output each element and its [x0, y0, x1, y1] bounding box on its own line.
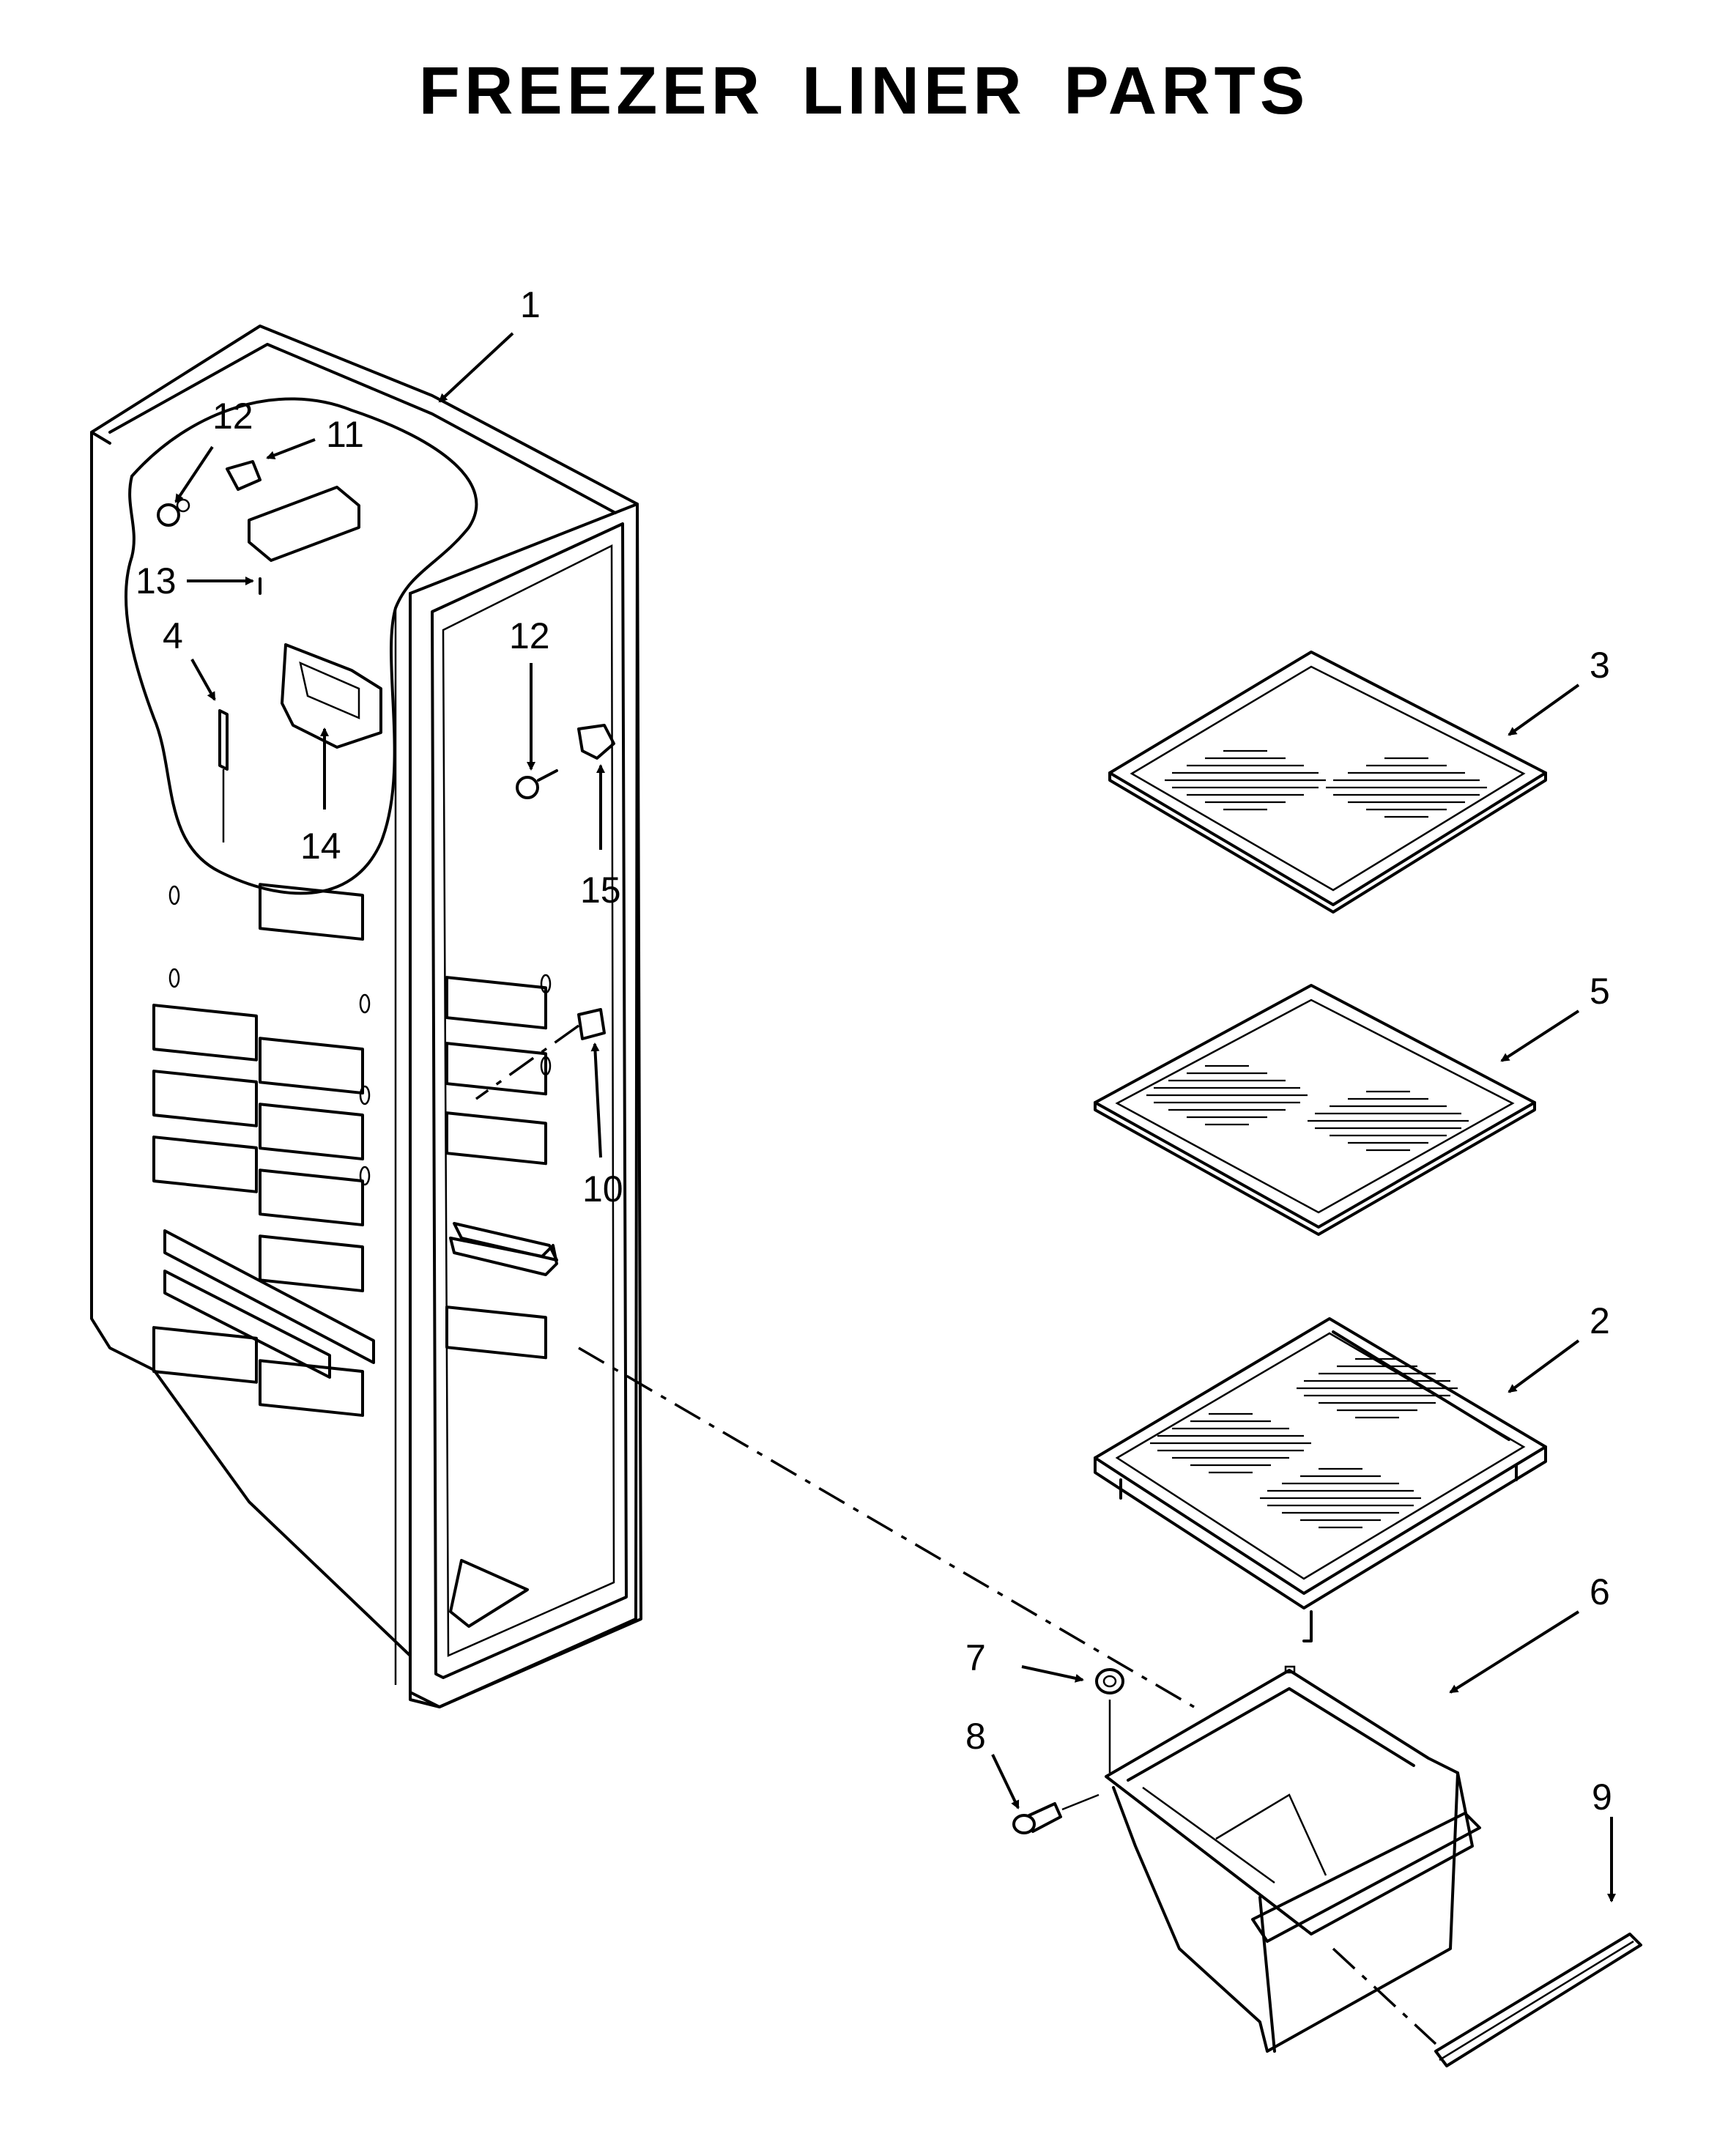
page-title: FREEZER LINER PARTS — [418, 53, 1310, 128]
callout-5: 5 — [1590, 971, 1610, 1012]
shelf-3 — [1108, 651, 1547, 914]
callout-11: 11 — [326, 414, 364, 455]
callout-13: 13 — [136, 560, 177, 601]
assembly-line-bin — [578, 1346, 1195, 1708]
screw-8 — [1012, 1793, 1100, 1834]
assembly-line-rail — [1332, 1947, 1437, 2045]
callout-4: 4 — [163, 615, 183, 656]
callout-6: 6 — [1590, 1571, 1610, 1612]
leader-arrows — [174, 332, 1616, 1903]
callout-12-top: 12 — [212, 396, 253, 437]
roller-7 — [1095, 1668, 1124, 1773]
callout-14: 14 — [300, 826, 341, 867]
rail-9 — [1434, 1933, 1642, 2067]
callout-12-right: 12 — [509, 615, 550, 656]
assembly-line-switch — [475, 1024, 580, 1100]
callout-8: 8 — [965, 1716, 986, 1757]
shelf-5 — [1094, 984, 1536, 1236]
callout-7: 7 — [965, 1637, 986, 1678]
callout-10: 10 — [582, 1168, 623, 1209]
callout-2: 2 — [1590, 1300, 1610, 1341]
shelf-2 — [1094, 1317, 1547, 1642]
callout-15: 15 — [580, 870, 621, 911]
crisper-bin-6 — [1105, 1665, 1481, 2053]
callout-1: 1 — [520, 284, 541, 325]
callout-3: 3 — [1590, 645, 1610, 686]
callout-9: 9 — [1592, 1777, 1612, 1818]
freezer-liner — [90, 325, 642, 1708]
